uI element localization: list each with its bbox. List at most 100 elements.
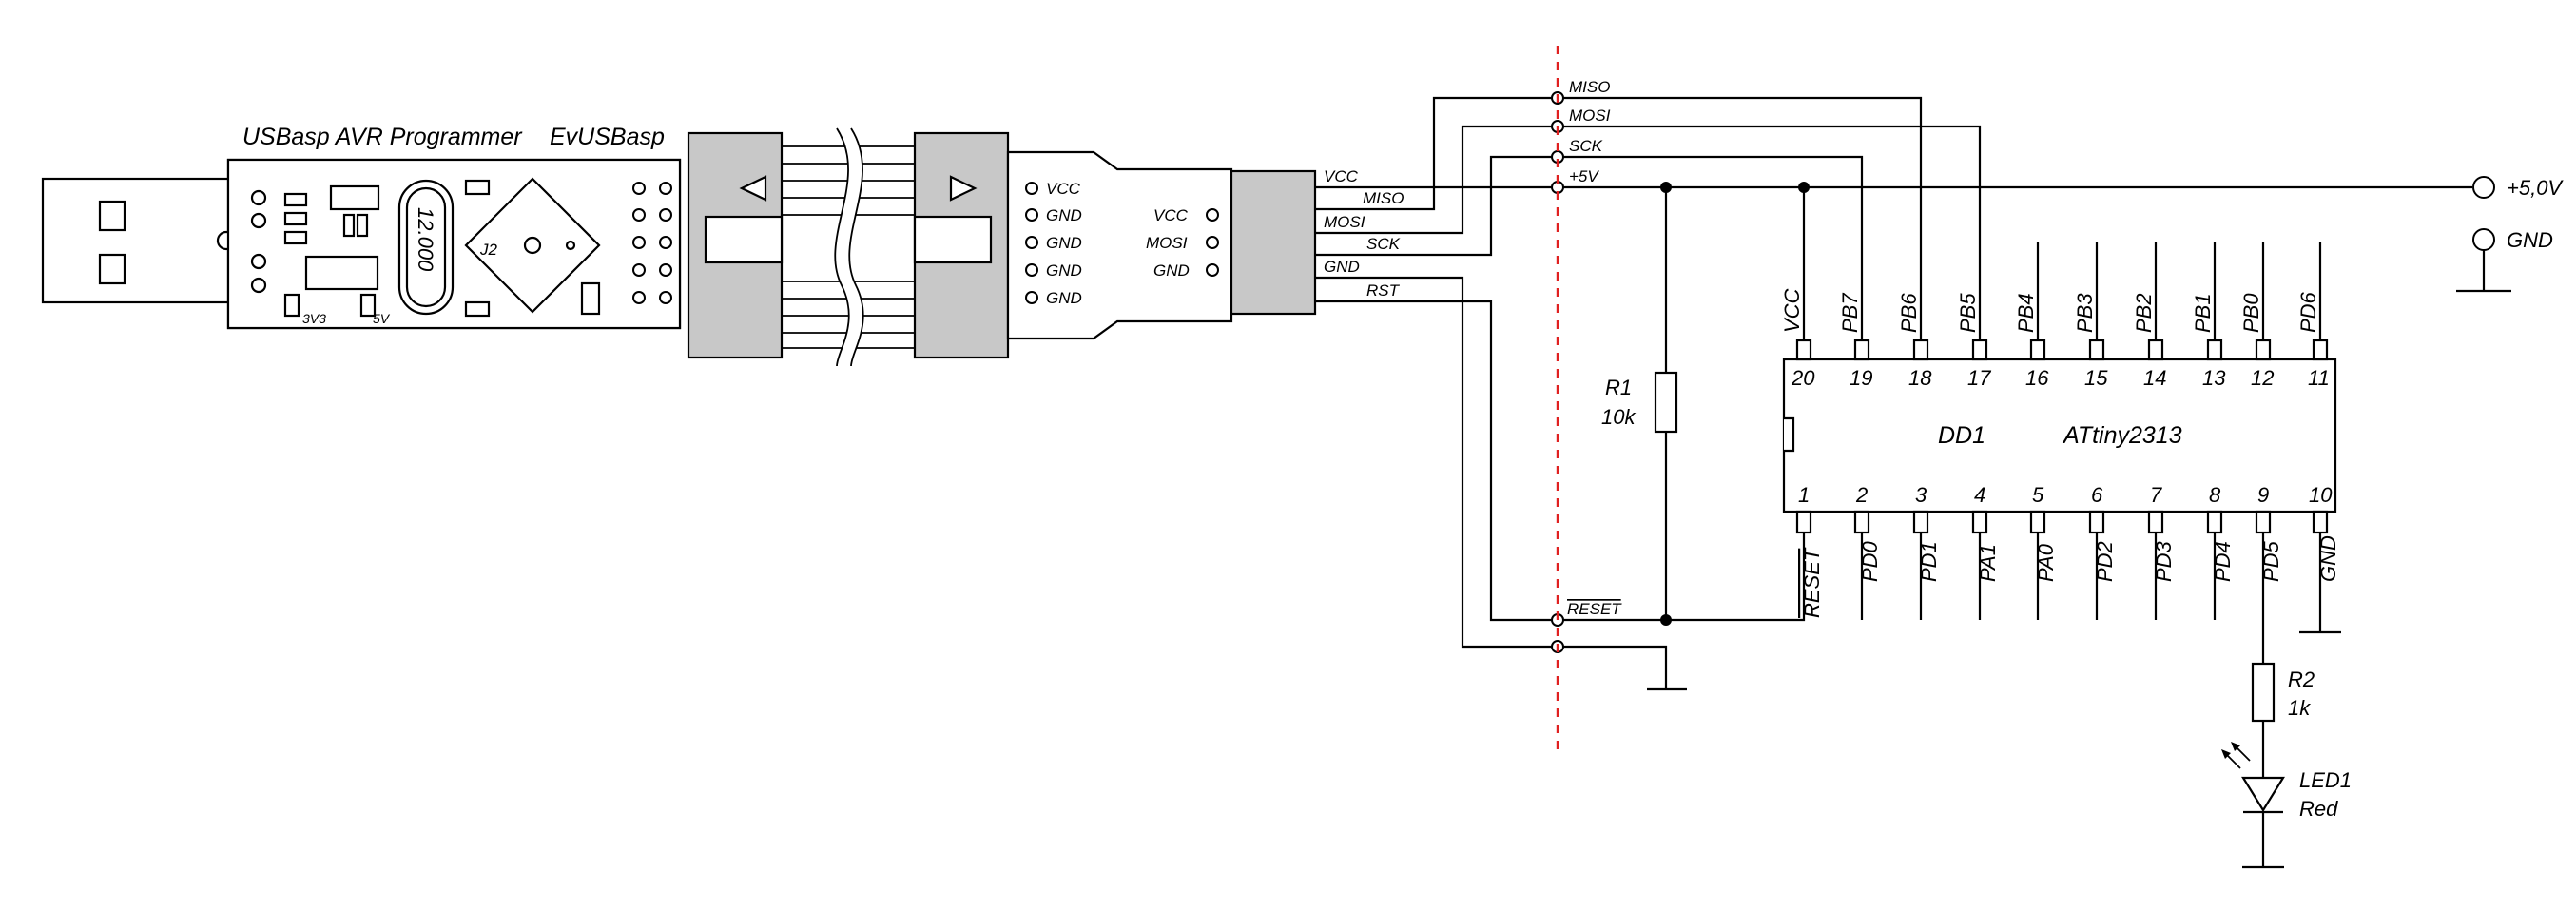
adapter-pin-label: GND bbox=[1046, 289, 1082, 307]
signal-wires bbox=[1315, 46, 2511, 751]
adapter-out-label: GND bbox=[1324, 258, 1360, 276]
ic-designator: DD1 bbox=[1938, 422, 1985, 449]
adapter-out-label: SCK bbox=[1366, 235, 1401, 253]
adapter-out-label: VCC bbox=[1324, 167, 1359, 185]
adapter-small-pin-label: MOSI bbox=[1146, 234, 1188, 252]
adapter-out-label: MOSI bbox=[1324, 213, 1365, 231]
crystal-label: 12.000 bbox=[414, 207, 437, 272]
ic-pin-name: PA0 bbox=[2034, 543, 2058, 582]
ic-pin-number: 5 bbox=[2032, 483, 2044, 507]
ic-pin-number: 15 bbox=[2084, 366, 2108, 390]
ic-pin-name: PB1 bbox=[2191, 293, 2215, 333]
jumper-3v3-label: 3V3 bbox=[302, 311, 326, 326]
led-name: LED1 bbox=[2299, 768, 2352, 792]
ic-top-pin: 14 PB2 bbox=[2132, 242, 2166, 390]
ic-top-pin: 15 PB3 bbox=[2073, 242, 2108, 390]
r1-name: R1 bbox=[1605, 376, 1632, 399]
ic-pin-number: 13 bbox=[2202, 366, 2226, 390]
programmer-board bbox=[226, 158, 682, 330]
ic-pin-name: PD3 bbox=[2152, 540, 2176, 582]
ic-part: ATtiny2313 bbox=[2062, 422, 2182, 449]
r2-value: 1k bbox=[2288, 696, 2311, 720]
ic-pin-number: 20 bbox=[1791, 366, 1815, 390]
programmer-brand: EvUSBasp bbox=[550, 124, 665, 150]
programmer-title: USBasp AVR Programmer bbox=[242, 124, 523, 150]
ic-top-pin: 19 PB7 bbox=[1838, 293, 1872, 390]
ic-pin-number: 1 bbox=[1798, 483, 1810, 507]
adapter-small-pin-label: GND bbox=[1153, 261, 1190, 280]
ic-pin-number: 4 bbox=[1974, 483, 1985, 507]
ic-top-pin: 20 VCC bbox=[1780, 288, 1815, 390]
ic-top-pin: 17 PB5 bbox=[1956, 293, 1991, 390]
bus-label-reset: RESET bbox=[1567, 600, 1622, 618]
ic-pin-name: PD1 bbox=[1917, 541, 1941, 582]
ic-pin-number: 11 bbox=[2308, 366, 2330, 390]
ic-pin-name: PB3 bbox=[2073, 293, 2097, 333]
ic-top-pin: 11 PD6 bbox=[2296, 242, 2330, 390]
adapter-out-label: RST bbox=[1366, 281, 1401, 300]
ic-pin-number: 3 bbox=[1915, 483, 1927, 507]
adapter-pin-label: VCC bbox=[1046, 180, 1081, 198]
ic-pin-name: GND bbox=[2316, 535, 2340, 582]
ic-pin-number: 16 bbox=[2025, 366, 2049, 390]
ic-pin-name: RESET bbox=[1800, 547, 1824, 618]
bus-label-sck: SCK bbox=[1569, 137, 1603, 155]
adapter-board bbox=[1006, 150, 1317, 340]
adapter-out-label: MISO bbox=[1363, 189, 1404, 207]
ic-pin-name: PB2 bbox=[2132, 293, 2156, 333]
ic-top-pin: 16 PB4 bbox=[2014, 242, 2049, 390]
ic-pin-name: PB0 bbox=[2239, 293, 2263, 333]
ic-pin-name: PD4 bbox=[2211, 541, 2235, 582]
ic-pin-number: 9 bbox=[2257, 483, 2269, 507]
adapter-pin-label: GND bbox=[1046, 206, 1082, 224]
r2-name: R2 bbox=[2288, 668, 2315, 691]
ic-pin-number: 10 bbox=[2309, 483, 2333, 507]
ic-pin-number: 18 bbox=[1908, 366, 1932, 390]
power-gnd-label: GND bbox=[2507, 228, 2553, 252]
ic-pin-name: PD6 bbox=[2296, 291, 2320, 333]
ic-pin-name: PD0 bbox=[1858, 540, 1882, 582]
ic-pin-name: PB4 bbox=[2014, 293, 2038, 333]
bus-label-5v: +5V bbox=[1569, 167, 1599, 185]
adapter-small-pin-label: VCC bbox=[1153, 206, 1189, 224]
chip-label: J2 bbox=[479, 241, 498, 259]
ic-pin-number: 8 bbox=[2209, 483, 2221, 507]
jumper-5v-label: 5V bbox=[373, 311, 391, 326]
ic-pin-name: PB5 bbox=[1956, 293, 1980, 333]
adapter-pin-label: GND bbox=[1046, 261, 1082, 280]
ic-pin-name: PB6 bbox=[1897, 293, 1921, 333]
ic-pin-name: PB7 bbox=[1838, 293, 1862, 333]
ic-pin-number: 14 bbox=[2143, 366, 2166, 390]
ic-pin-name: PA1 bbox=[1976, 544, 2000, 582]
ic-pin-number: 19 bbox=[1850, 366, 1872, 390]
led-branch bbox=[2221, 532, 2285, 869]
ribbon-cable bbox=[687, 127, 1010, 367]
power-vcc-label: +5,0V bbox=[2507, 176, 2564, 200]
ic-pin-number: 17 bbox=[1967, 366, 1991, 390]
adapter-pin-label: GND bbox=[1046, 234, 1082, 252]
ic-top-pin: 13 PB1 bbox=[2191, 242, 2226, 390]
bus-label-miso: MISO bbox=[1569, 78, 1610, 96]
ic-pin-number: 7 bbox=[2150, 483, 2162, 507]
ic-pin-number: 6 bbox=[2091, 483, 2103, 507]
led-value: Red bbox=[2299, 797, 2338, 821]
ic-pin-number: 2 bbox=[1855, 483, 1868, 507]
ic-top-pin: 18 PB6 bbox=[1897, 293, 1932, 390]
bus-label-mosi: MOSI bbox=[1569, 106, 1611, 125]
ic-attiny2313: 20VCC19PB718PB617PB516PB415PB314PB213PB1… bbox=[1780, 242, 2341, 634]
ic-pin-name: VCC bbox=[1780, 288, 1804, 333]
usb-plug bbox=[41, 177, 237, 304]
ic-pin-name: PD2 bbox=[2093, 541, 2117, 582]
r1-value: 10k bbox=[1601, 405, 1636, 429]
